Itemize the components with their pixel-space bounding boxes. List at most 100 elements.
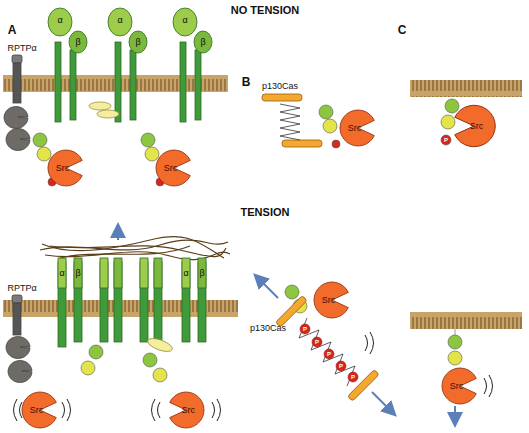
adaptor-protein	[89, 102, 174, 354]
activity-waves	[217, 399, 221, 421]
sh-domains	[153, 368, 167, 382]
tension-arrow	[118, 226, 455, 424]
subunit-name: β	[199, 269, 204, 278]
phospho-site	[300, 324, 358, 382]
panel-letter: A	[8, 24, 17, 36]
tension-arrow	[117, 226, 119, 240]
integrin	[48, 8, 72, 36]
integrin	[55, 42, 61, 122]
sh-domains	[445, 99, 459, 113]
rptp-phosphatase	[6, 337, 30, 359]
p130cas	[347, 369, 379, 401]
src-kinase: Src	[310, 280, 354, 320]
panel-letter: C	[398, 24, 407, 36]
integrin	[114, 258, 122, 288]
sh-domains	[145, 147, 159, 161]
phospho-site	[300, 324, 310, 334]
subunit-name: β	[135, 38, 140, 47]
activity-waves	[212, 402, 215, 418]
integrin	[115, 42, 121, 122]
integrin	[140, 258, 148, 288]
integrin	[48, 8, 212, 347]
integrin	[173, 8, 197, 36]
sh-domains	[33, 133, 47, 147]
sh-domains	[332, 140, 340, 148]
sh-domains	[441, 115, 455, 129]
kinase-name: Src	[181, 405, 195, 415]
activity-waves	[370, 332, 374, 354]
activity-waves	[484, 378, 487, 394]
protein-name: p130Cas	[262, 82, 298, 91]
activity-waves	[67, 399, 71, 421]
activity-waves	[14, 399, 18, 421]
phospho-mark: P	[315, 339, 319, 345]
kinase-name: Src	[56, 163, 70, 173]
rptp-phosphatase	[12, 295, 22, 303]
integrin	[74, 258, 82, 288]
rptp-phosphatase	[6, 128, 30, 150]
protein-name: RPTPα	[7, 284, 36, 293]
integrin	[180, 42, 186, 122]
src-kinase: Src	[336, 108, 380, 148]
src-kinase: Src	[18, 390, 62, 430]
adaptor-protein	[89, 102, 111, 110]
protein-name: p130Cas	[250, 324, 286, 333]
phospho-site	[324, 349, 334, 359]
subunit-name: β	[75, 269, 80, 278]
subunit-name: β	[75, 38, 80, 47]
p130cas	[280, 104, 300, 140]
src-kinase: Src	[152, 148, 196, 188]
src-kinase: Src	[448, 103, 500, 149]
sh-domains	[33, 99, 462, 382]
src-kinase: Src	[44, 148, 88, 188]
section-title: TENSION	[241, 207, 290, 218]
phospho-site	[336, 361, 346, 371]
src-kinase: Src	[438, 366, 482, 406]
activity-waves	[365, 335, 368, 351]
integrin	[154, 258, 162, 288]
membrane	[410, 80, 522, 97]
integrin	[69, 31, 87, 53]
protein-name: RPTPα	[7, 44, 36, 53]
tension-arrow	[372, 392, 394, 414]
integrin	[129, 31, 147, 53]
activity-waves	[158, 402, 161, 418]
membrane	[410, 312, 522, 329]
adaptor-protein	[146, 336, 174, 354]
phospho-mark: P	[444, 137, 448, 143]
subunit-name: α	[182, 16, 187, 25]
phospho-site	[312, 337, 322, 347]
subunit-name: α	[117, 16, 122, 25]
sh-domains	[441, 135, 451, 145]
integrin	[108, 8, 132, 36]
kinase-shape	[156, 150, 190, 186]
tension-arrow	[256, 276, 278, 298]
src-kinase: Src	[164, 390, 208, 430]
rptp-phosphatase	[13, 303, 21, 335]
phospho-site	[348, 372, 358, 382]
integrin	[70, 50, 76, 120]
phospho-mark: P	[327, 351, 331, 357]
kinase-shape	[340, 110, 374, 146]
phospho-mark: P	[339, 363, 343, 369]
p130cas	[262, 94, 379, 401]
section-title: NO TENSION	[231, 5, 299, 16]
kinase-name: Src	[348, 123, 362, 133]
kinase-shape	[22, 392, 56, 428]
sh-domains	[81, 361, 95, 375]
kinase-name: Src	[30, 405, 44, 415]
sh-domains	[89, 345, 103, 359]
sh-domains	[448, 335, 462, 349]
adaptor-protein	[97, 110, 119, 118]
rptp-phosphatase	[12, 55, 22, 63]
activity-waves	[14, 332, 493, 421]
activity-waves	[152, 399, 156, 421]
p130cas	[282, 140, 322, 147]
activity-waves	[489, 375, 493, 397]
kinase-shape	[170, 392, 204, 428]
sh-domains	[37, 147, 51, 161]
rptp-phosphatase	[13, 63, 21, 103]
ecm-fibers	[40, 237, 230, 260]
phospho-mark: P	[303, 326, 307, 332]
